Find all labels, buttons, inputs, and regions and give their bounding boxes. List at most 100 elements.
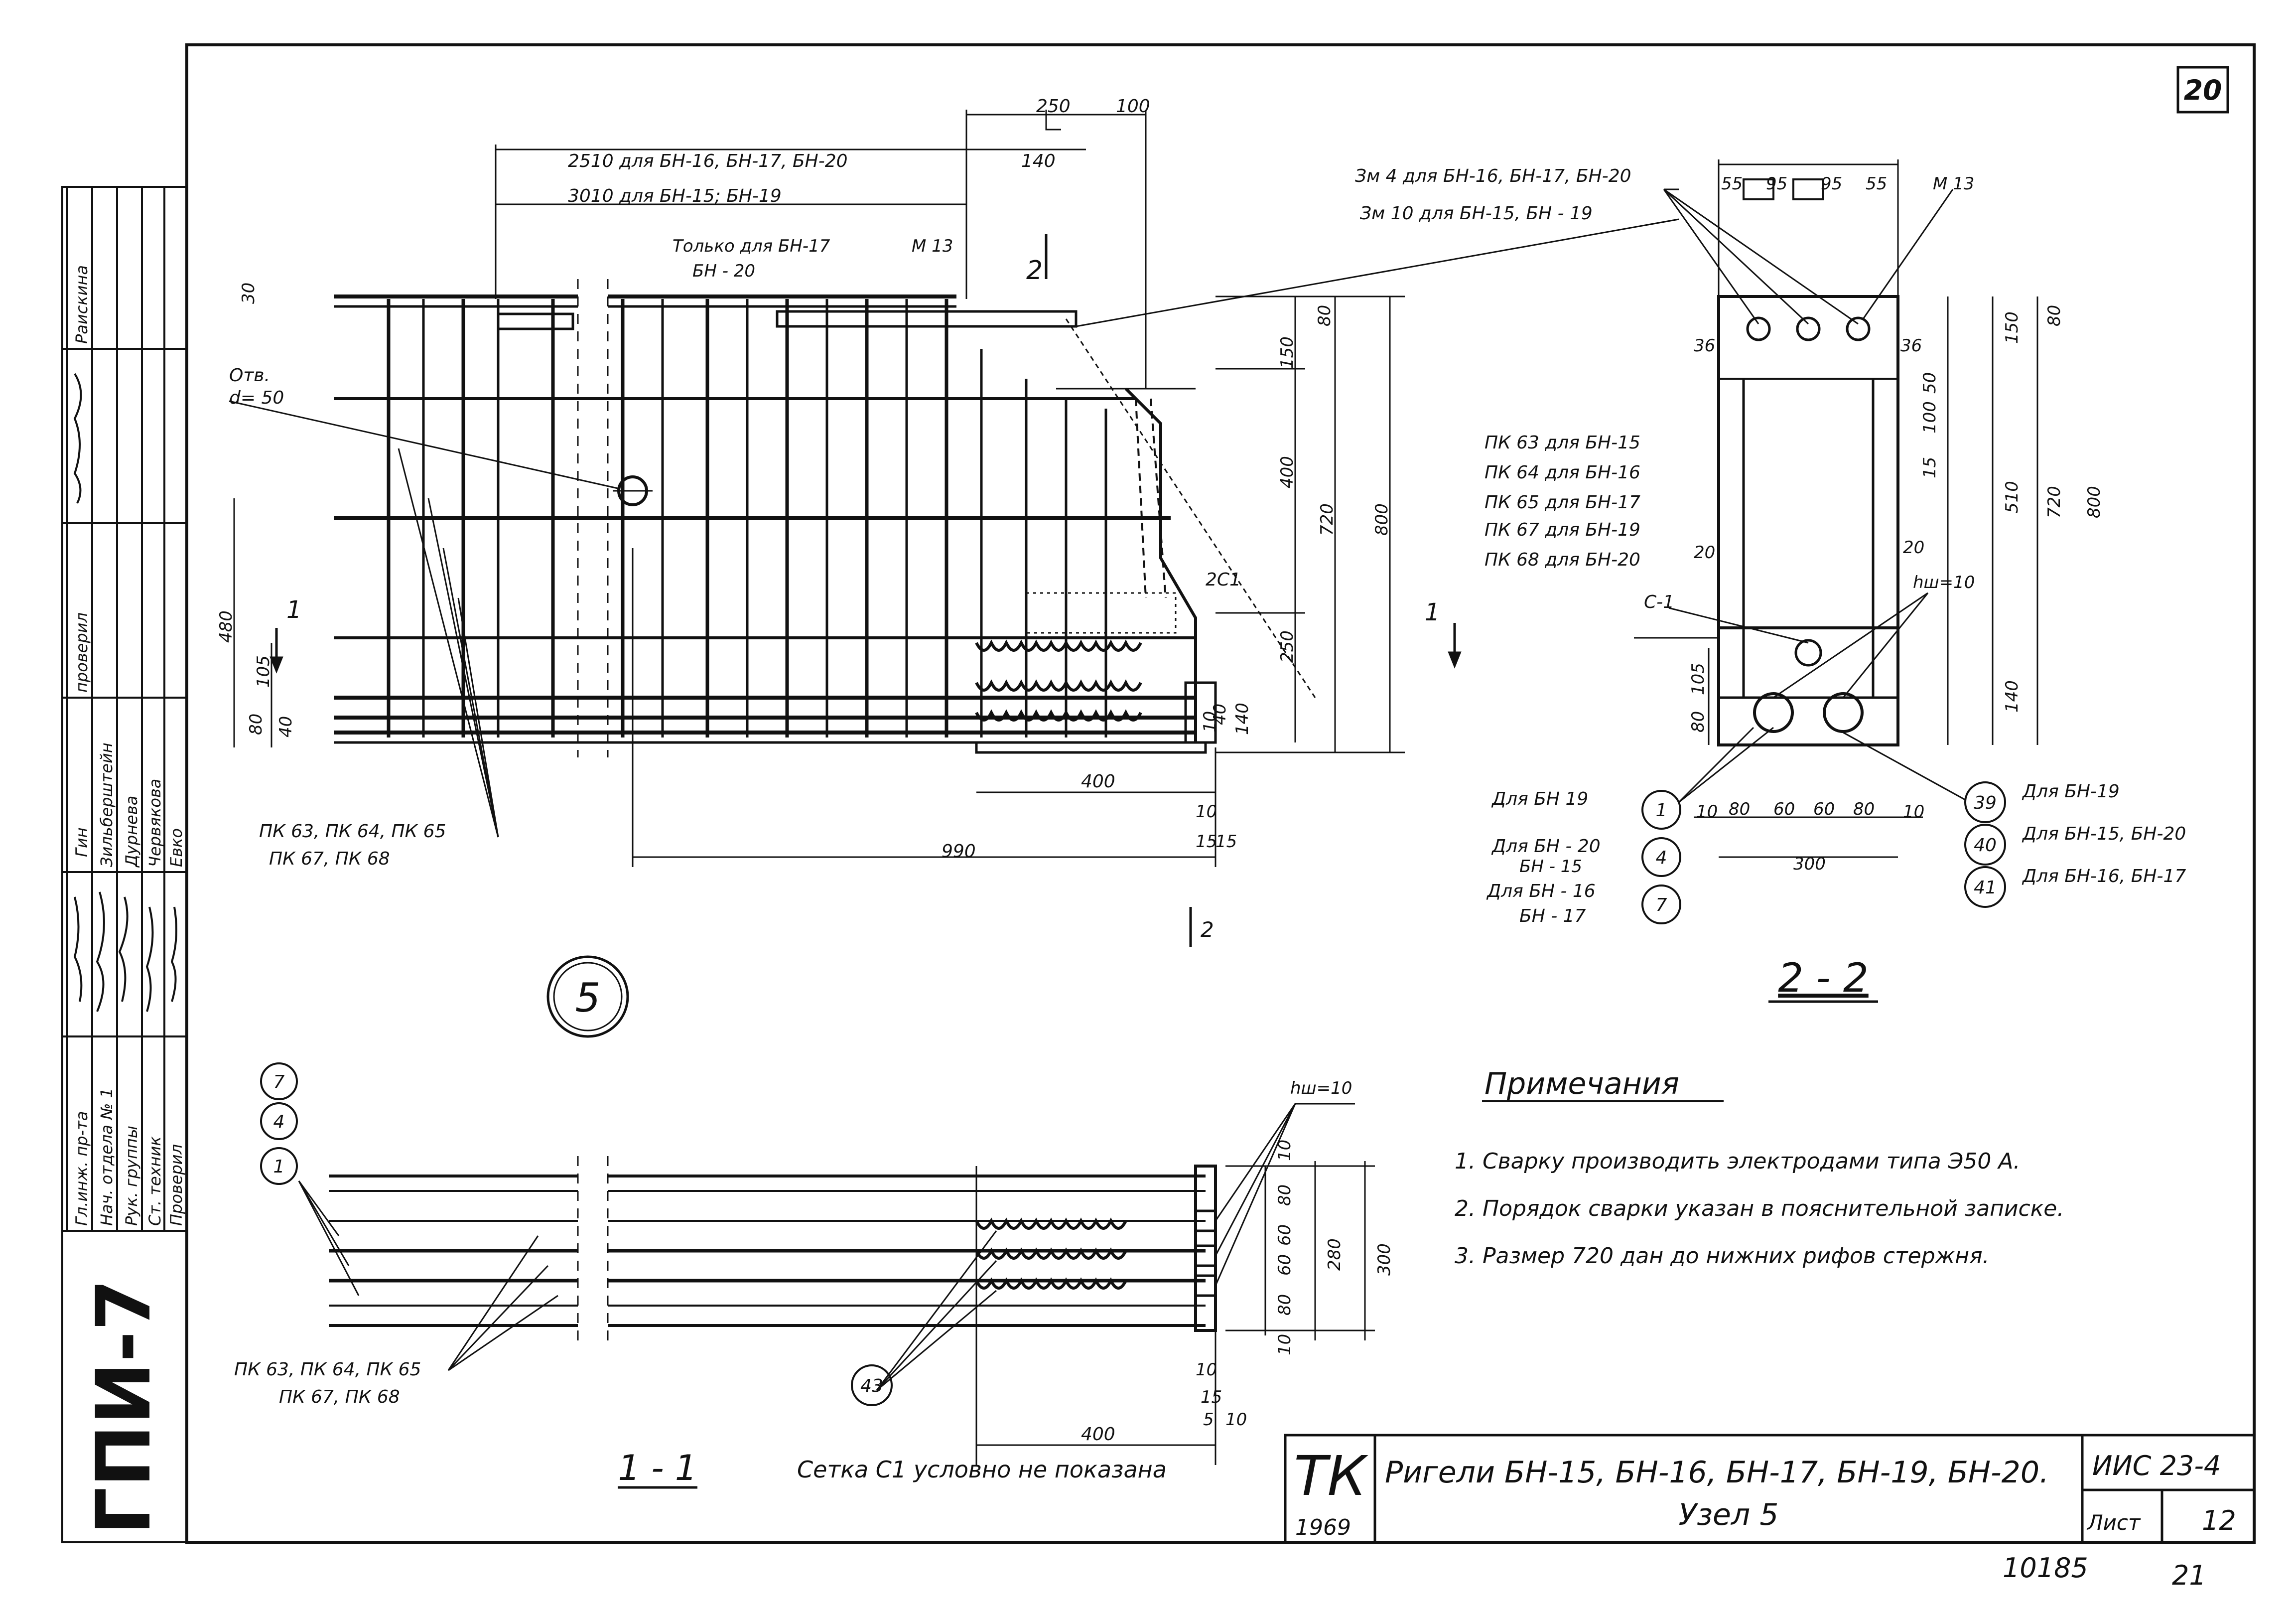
section-1-1-callouts: 7 4 1 43 (260, 1062, 893, 1406)
main-elevation (334, 279, 1217, 757)
dim-bottom-10: 10 (1196, 802, 1217, 822)
sec11-callout-4: 4 (273, 1112, 285, 1132)
sec22-top-55b: 55 (1866, 174, 1887, 194)
sec11-callout-1: 1 (273, 1157, 285, 1177)
extra-name: Раискина (72, 265, 91, 344)
role-4: Ст. техник (145, 1136, 164, 1226)
sec22-right-510: 510 (2002, 481, 2022, 513)
dim-right-250: 250 (1277, 630, 1297, 663)
sec22-hw: hш=10 (1913, 573, 1975, 592)
name-5: Евко (167, 828, 186, 867)
sec22-right-100: 100 (1920, 401, 1940, 434)
sec22-left-20b: 20 (1903, 538, 1924, 558)
sec22-c1: С-1 (1644, 592, 1674, 612)
dim-right-400: 400 (1277, 456, 1297, 488)
name-4: Червякова (145, 779, 164, 867)
sec22-left-20a: 20 (1694, 543, 1715, 563)
note-3: 3. Размер 720 дан до нижних рифов стержн… (1455, 1243, 1990, 1269)
pk-list-top-2: ПК 67, ПК 68 (269, 849, 390, 869)
dim-left-80: 80 (246, 714, 266, 735)
sheet-value: 12 (2202, 1505, 2236, 1536)
sec11-right-60b: 60 (1275, 1254, 1295, 1276)
dim-right-80: 80 (1315, 305, 1335, 326)
callout-41: 41 (1974, 878, 1997, 898)
only-for-label-2: БН - 20 (692, 261, 755, 281)
sec11-bottom-10b: 10 (1225, 1410, 1247, 1430)
callout-4-extra: БН - 15 (1519, 857, 1582, 877)
bottom-code-right: 21 (2172, 1560, 2206, 1591)
section-2-2-title: 2 - 2 (1778, 955, 1869, 1001)
callout-7-text: Для БН - 16 (1486, 881, 1596, 901)
title-block (1284, 1434, 2256, 1544)
dim-left-480: 480 (216, 610, 236, 643)
sec11-right-300: 300 (1374, 1243, 1394, 1276)
sec22-left-36b: 36 (1900, 336, 1922, 356)
section-1-1-note: Сетка С1 условно не показана (797, 1456, 1167, 1483)
name-3: Дурнева (122, 796, 141, 868)
m13-label: М 13 (912, 236, 953, 256)
pk-note-2: ПК 64 для БН-16 (1485, 462, 1640, 483)
dim-bottom-40: 40 (1210, 704, 1230, 725)
signature-roles: Гл.инж. пр-та Нач. отдела № 1 Рук. групп… (72, 265, 186, 1226)
section-1-1-title: 1 - 1 (618, 1448, 697, 1488)
callout-40: 40 (1974, 835, 1997, 856)
sec22-bottom-60b: 60 (1813, 799, 1835, 819)
bottom-code-left: 10185 (2003, 1552, 2088, 1584)
main-leaders (229, 188, 1679, 838)
dim-bottom-990: 990 (942, 841, 976, 862)
role-5: Проверил (167, 1144, 186, 1226)
sec22-top-95a: 95 (1766, 174, 1787, 194)
dim-100: 100 (1116, 96, 1150, 117)
cut-2-top: 2 (1026, 256, 1043, 286)
sec11-pk-1: ПК 63, ПК 64, ПК 65 (234, 1359, 421, 1380)
drawing-title-line1: Ригели БН-15, БН-16, БН-17, БН-19, БН-20… (1385, 1455, 2049, 1490)
sec11-right-60a: 60 (1275, 1224, 1295, 1246)
callout-39-text: Для БН-19 (2022, 781, 2120, 802)
sec22-top-95b: 95 (1821, 174, 1842, 194)
callout-7: 7 (1656, 895, 1667, 915)
dim-2510: 2510 для БН-16, БН-17, БН-20 (568, 151, 848, 171)
sec11-right-280: 280 (1325, 1238, 1345, 1271)
name-2: Зильберштейн (97, 742, 116, 867)
section-2-2 (1634, 159, 2038, 858)
sec11-right-80a: 80 (1275, 1184, 1295, 1206)
sheet-number: 20 (2184, 74, 2222, 106)
sec11-right-10a: 10 (1275, 1140, 1295, 1161)
callout-4-text: Для БН - 20 (1491, 836, 1601, 857)
handwritten-signatures (73, 373, 177, 1012)
sec22-right-15: 15 (1920, 457, 1940, 478)
dim-bottom-140: 140 (1232, 703, 1252, 735)
dim-bottom-15a: 15 (1196, 832, 1217, 852)
tk-mark: ТК (1294, 1444, 1368, 1508)
c1-label: 2С1 (1206, 570, 1241, 590)
name-1: Гин (72, 827, 91, 857)
sec22-bottom-300: 300 (1793, 854, 1826, 874)
dim-250: 250 (1036, 96, 1071, 117)
pk-note-1: ПК 63 для БН-15 (1485, 433, 1640, 453)
sec11-bottom-15: 15 (1201, 1387, 1222, 1407)
only-for-label: Только для БН-17 (673, 236, 830, 256)
dim-left-30: 30 (239, 283, 259, 304)
extra-role: проверил (72, 612, 91, 693)
sheet-frame (185, 43, 2256, 1544)
role-1: Гл.инж. пр-та (72, 1111, 91, 1226)
pk-note-3: ПК 65 для БН-17 (1485, 492, 1640, 513)
callout-4: 4 (1656, 848, 1667, 868)
cut-1-left: 1 (286, 596, 302, 624)
main-elevation-text: 2510 для БН-16, БН-17, БН-20 3010 для БН… (216, 96, 1631, 869)
sec11-pk-2: ПК 67, ПК 68 (279, 1387, 400, 1407)
signature-block (61, 186, 188, 1543)
sec22-left-105: 105 (1688, 663, 1708, 695)
section-cut-markers: 1 1 2 2 (270, 234, 1462, 947)
role-3: Рук. группы (122, 1126, 141, 1226)
callout-1-text: Для БН 19 (1491, 789, 1588, 809)
sec22-bottom-60a: 60 (1773, 799, 1795, 819)
dim-right-720: 720 (1317, 503, 1337, 536)
role-2: Нач. отдела № 1 (97, 1088, 116, 1226)
callout-41-text: Для БН-16, БН-17 (2022, 866, 2186, 886)
dim-140: 140 (1021, 151, 1056, 171)
sec22-left-36a: 36 (1694, 336, 1715, 356)
sec11-bottom-400: 400 (1081, 1424, 1115, 1445)
pk-note-4: ПК 67 для БН-19 (1485, 520, 1640, 540)
pk-note-5: ПК 68 для БН-20 (1485, 550, 1640, 570)
